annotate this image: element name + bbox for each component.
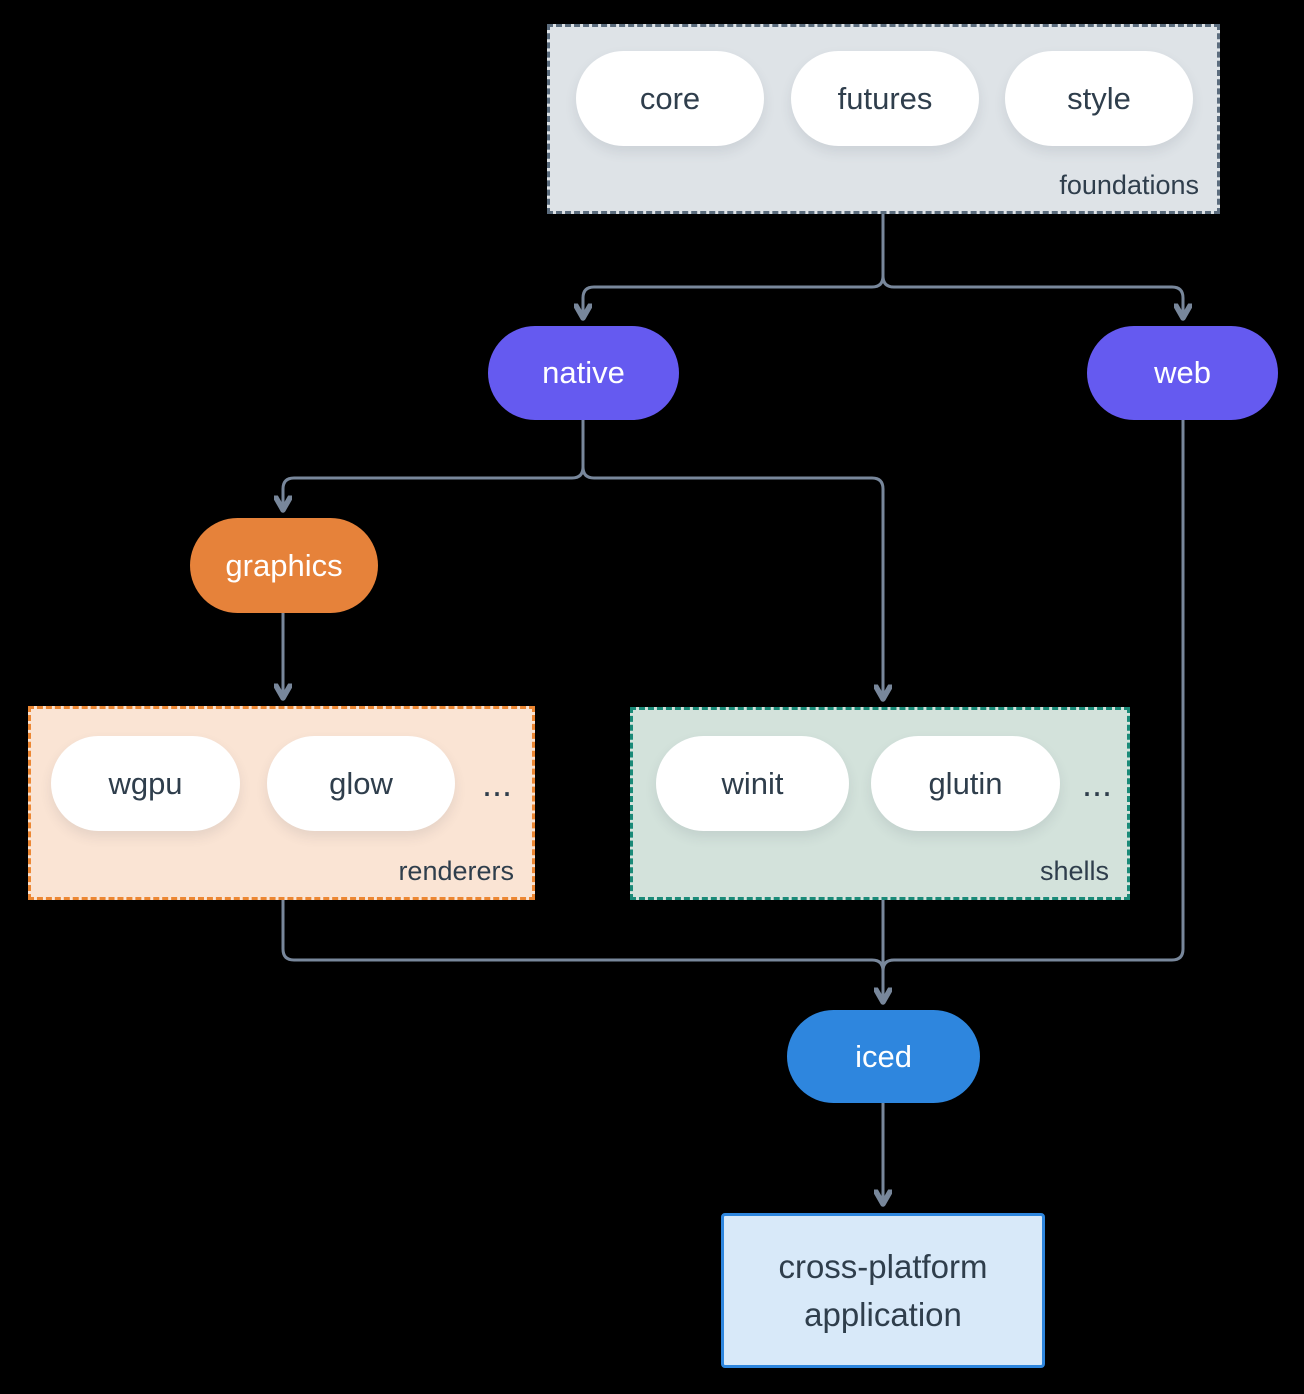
edge-foundations-web — [881, 212, 1183, 318]
edge-foundations-native — [583, 212, 885, 318]
renderers-ellipsis: ... — [481, 762, 512, 804]
renderers-group: wgpu glow ... renderers — [28, 706, 535, 900]
foundations-group-label: foundations — [1059, 170, 1199, 200]
edge-web-merge — [881, 418, 1185, 987]
pill-wgpu: wgpu — [51, 736, 240, 831]
pill-futures: futures — [791, 51, 979, 146]
node-graphics: graphics — [190, 518, 378, 613]
pill-glutin: glutin — [871, 736, 1060, 831]
shells-group: winit glutin ... shells — [630, 707, 1130, 900]
shells-group-label: shells — [1039, 856, 1109, 886]
node-application: cross-platform application — [721, 1213, 1045, 1368]
edge-native-shells — [581, 418, 883, 699]
pill-glow: glow — [267, 736, 455, 831]
pill-core: core — [576, 51, 764, 146]
pill-style: style — [1005, 51, 1193, 146]
node-iced: iced — [787, 1010, 980, 1103]
edge-renderers-merge — [281, 898, 885, 987]
edge-native-graphics — [283, 418, 585, 510]
application-label-line2: application — [804, 1295, 962, 1333]
node-web: web — [1087, 326, 1278, 420]
renderers-group-label: renderers — [398, 856, 514, 886]
pill-winit: winit — [656, 736, 849, 831]
foundations-group: core futures style foundations — [547, 24, 1220, 214]
shells-ellipsis: ... — [1081, 762, 1112, 804]
node-native: native — [488, 326, 679, 420]
application-label-line1: cross-platform — [778, 1247, 988, 1285]
